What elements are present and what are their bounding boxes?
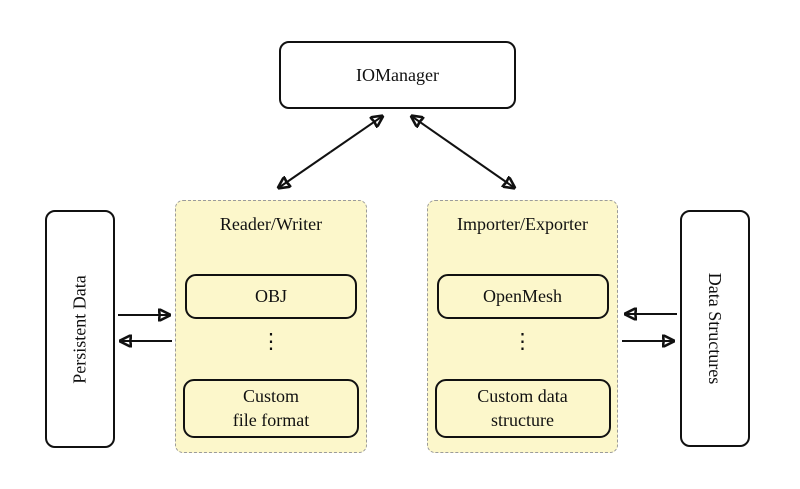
group-importer-exporter: Importer/Exporter OpenMesh ⋮ Custom data…	[427, 200, 618, 453]
node-data-structures-label: Data Structures	[705, 272, 726, 385]
ellipsis-reader-writer: ⋮	[260, 329, 282, 353]
node-persistent-data-label: Persistent Data	[69, 274, 90, 384]
node-custom-file-format: Custom file format	[183, 379, 359, 438]
group-importer-exporter-title: Importer/Exporter	[457, 214, 588, 234]
node-custom-data-structure-line2: structure	[491, 409, 554, 430]
ellipsis-importer-exporter: ⋮	[512, 329, 533, 353]
group-reader-writer-title: Reader/Writer	[219, 214, 323, 234]
node-iomanager-label: IOManager	[356, 64, 439, 85]
node-custom-file-format-line1: Custom	[242, 386, 299, 407]
edge-iomanager-importerexporter	[412, 117, 514, 188]
node-obj: OBJ	[185, 274, 357, 319]
group-reader-writer: Reader/Writer OBJ ⋮ Custom file format	[175, 200, 367, 453]
node-custom-data-structure-line1: Custom data	[477, 386, 568, 407]
edge-iomanager-readerwriter	[279, 117, 382, 188]
node-openmesh-label: OpenMesh	[483, 285, 562, 306]
node-data-structures: Data Structures	[680, 210, 750, 447]
node-custom-file-format-line2: file format	[232, 409, 310, 430]
node-persistent-data: Persistent Data	[45, 210, 115, 448]
node-openmesh: OpenMesh	[436, 274, 609, 319]
node-iomanager: IOManager	[279, 41, 516, 109]
node-obj-label: OBJ	[254, 285, 287, 306]
node-custom-data-structure: Custom data structure	[434, 379, 611, 438]
